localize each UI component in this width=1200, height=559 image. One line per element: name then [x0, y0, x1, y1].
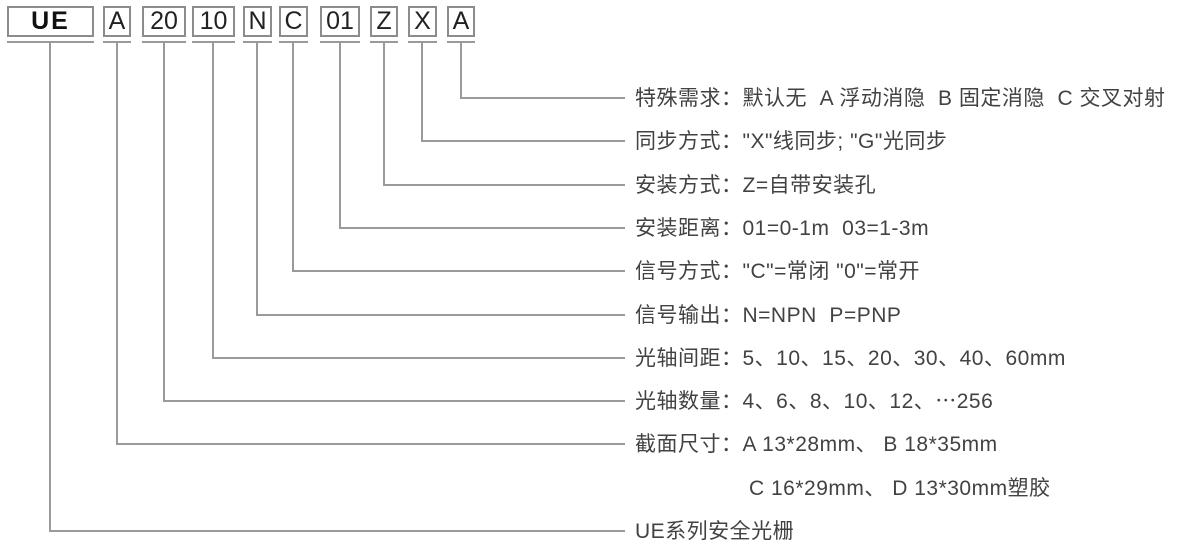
code-box-distance-text: 01: [326, 7, 354, 35]
row-label-section-size: 截面尺寸：A 13*28mm、 B 18*35mm: [635, 433, 998, 456]
code-box-signal-output: N: [243, 6, 272, 37]
series-name-label: UE系列安全光栅: [635, 520, 795, 543]
code-box-signal-mode: C: [279, 6, 308, 37]
row-label-special-requirement: 特殊需求：默认无 A 浮动消隐 B 固定消隐 C 交叉对射: [635, 87, 1166, 110]
code-box-series: UE: [7, 6, 94, 37]
leader-special: [460, 42, 625, 99]
code-box-special: A: [447, 6, 475, 37]
leader-series: [49, 42, 625, 532]
leader-beam-count: [163, 42, 625, 402]
code-box-beam-pitch: 10: [192, 6, 235, 37]
code-box-sync: X: [408, 6, 437, 37]
row-label-signal-output: 信号输出：N=NPN P=PNP: [635, 304, 902, 327]
code-box-mounting-text: Z: [376, 7, 392, 35]
code-box-signal-output-text: N: [248, 7, 267, 35]
row-label-beam-pitch: 光轴间距：5、10、15、20、30、40、60mm: [635, 347, 1066, 370]
code-box-beam-pitch-text: 10: [199, 7, 228, 35]
code-box-mounting: Z: [370, 6, 398, 37]
code-box-special-text: A: [452, 7, 470, 35]
leader-beam-pitch: [212, 42, 625, 359]
leader-signal-mode: [292, 42, 625, 272]
row-label-sync-mode: 同步方式："X"线同步; "G"光同步: [635, 130, 948, 153]
row-label-signal-mode: 信号方式："C"=常闭 "0"=常开: [635, 260, 921, 283]
leader-signal-output: [256, 42, 625, 316]
code-box-distance: 01: [320, 6, 360, 37]
row-label-mounting-mode: 安装方式：Z=自带安装孔: [635, 174, 877, 197]
leader-section-size: [116, 42, 625, 445]
row-label-section-size-cont: C 16*29mm、 D 13*30mm塑胶: [749, 477, 1051, 500]
leader-sync: [421, 42, 625, 142]
code-box-sync-text: X: [414, 7, 431, 35]
code-box-beam-count: 20: [142, 6, 186, 37]
code-box-beam-count-text: 20: [150, 7, 178, 35]
code-box-series-text: UE: [31, 7, 70, 35]
leader-distance: [339, 42, 625, 229]
code-box-section-size: A: [103, 6, 131, 37]
row-label-mounting-distance: 安装距离：01=0-1m 03=1-3m: [635, 217, 930, 240]
leader-mounting: [383, 42, 625, 186]
code-box-section-size-text: A: [108, 7, 126, 35]
code-box-signal-mode-text: C: [284, 7, 303, 35]
row-label-beam-count: 光轴数量：4、6、8、10、12、⋯256: [635, 390, 994, 413]
